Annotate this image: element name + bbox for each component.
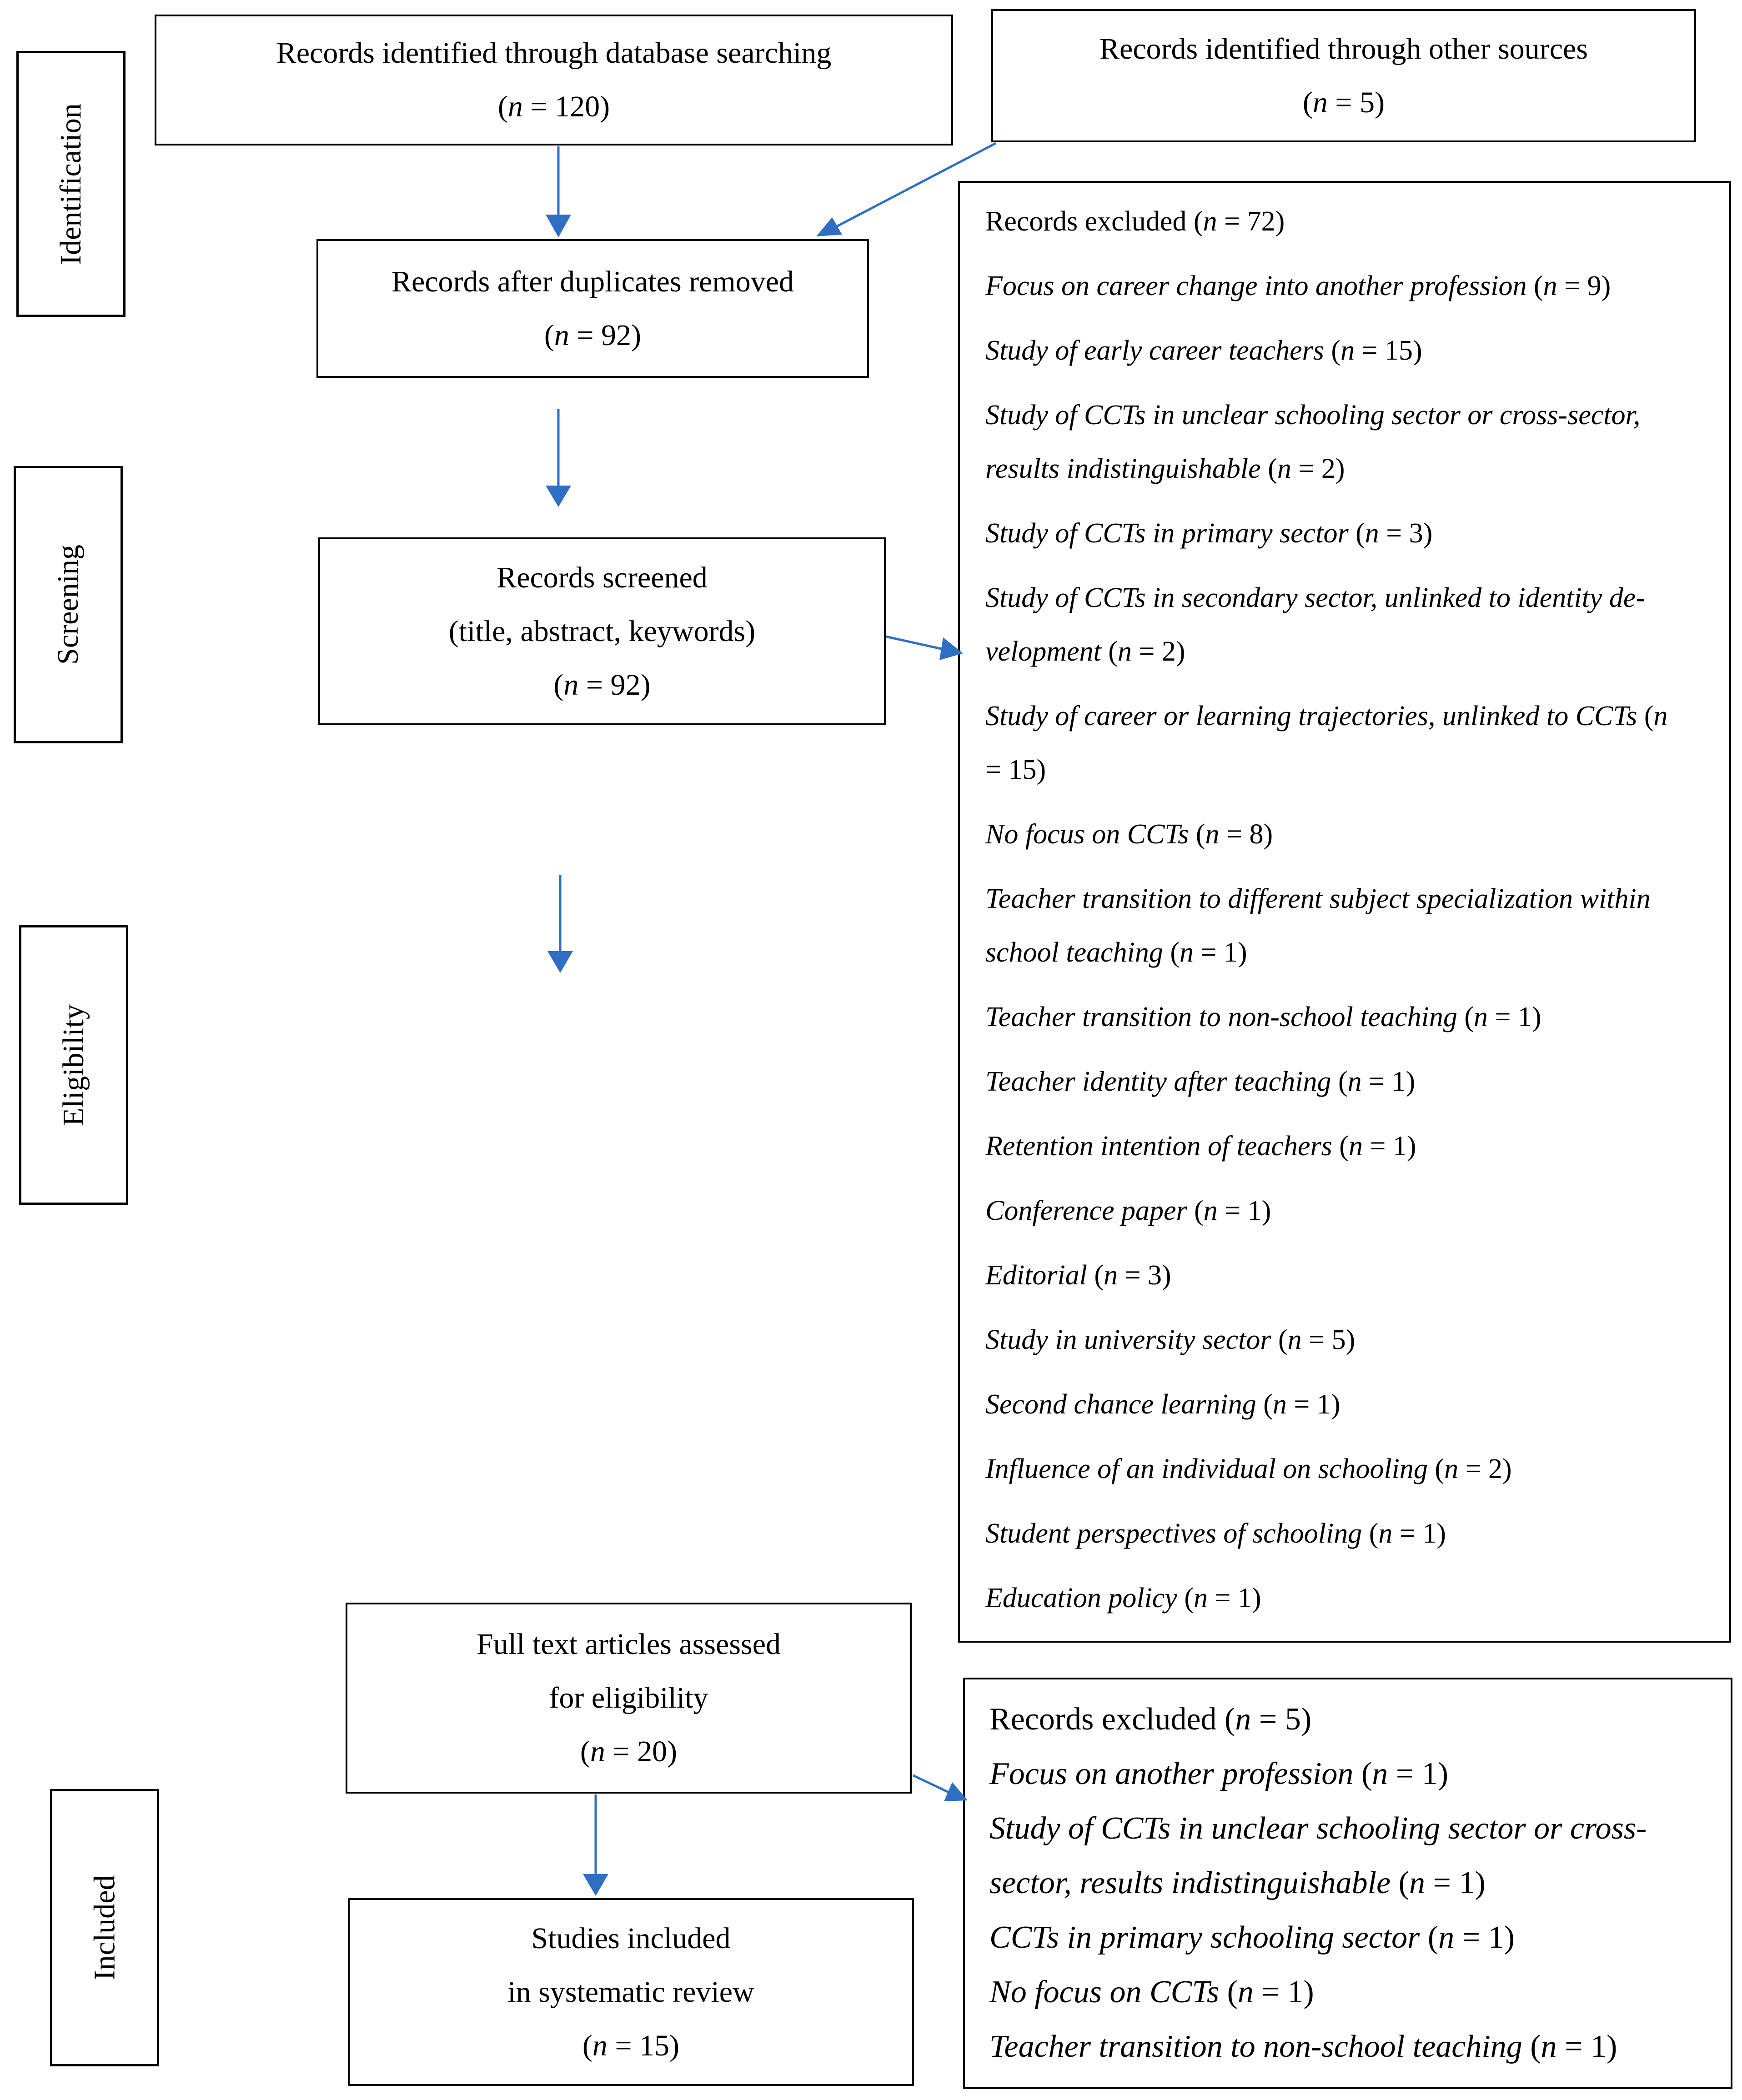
- exclusion-item: Teacher transition to different subject …: [985, 883, 1651, 914]
- other-sources-label: Records identified through other sources: [1099, 32, 1588, 65]
- exclusion-item: Focus on another profession (n = 1): [989, 1756, 1449, 1791]
- exclusion-item-continued: velopment (n = 2): [985, 636, 1185, 667]
- arrowhead: [939, 637, 963, 660]
- arrow-fulltext-to-exclusions: [912, 1774, 949, 1794]
- exclusion-item: Teacher transition to non-school teachin…: [985, 1002, 1541, 1032]
- duplicates-removed-label: Records after duplicates removed: [391, 265, 794, 298]
- exclusion-item: Education policy (n = 1): [985, 1583, 1261, 1614]
- stage-eligibility: Eligibility: [19, 925, 128, 1205]
- arrow-other-to-duplicates: [836, 142, 997, 228]
- screened-sublabel: (title, abstract, keywords): [448, 614, 756, 648]
- arrowhead: [816, 217, 842, 236]
- included-box: Studies included in systematic review (n…: [348, 1898, 914, 2086]
- exclusion-item: Study of CCTs in secondary sector, unlin…: [985, 582, 1646, 613]
- eligibility-exclusions-box: Records excluded (n = 5) Focus on anothe…: [963, 1678, 1732, 2089]
- screening-exclusions-header: Records excluded (n = 72): [985, 206, 1285, 237]
- screened-count: (n = 92): [553, 668, 651, 702]
- exclusion-item: Teacher transition to non-school teachin…: [989, 2029, 1617, 2064]
- exclusion-item: Focus on career change into another prof…: [985, 271, 1611, 301]
- exclusion-item: Influence of an individual on schooling …: [985, 1453, 1512, 1484]
- other-sources-box: Records identified through other sources…: [991, 9, 1696, 142]
- stage-identification: Identification: [16, 51, 126, 317]
- exclusion-item-continued: sector, results indistinguishable (n = 1…: [989, 1865, 1486, 1900]
- exclusion-item: Study of early career teachers (n = 15): [985, 335, 1422, 366]
- exclusion-item-continued: = 15): [985, 754, 1046, 785]
- other-sources-count: (n = 5): [1302, 85, 1385, 119]
- arrowhead: [547, 951, 573, 973]
- full-text-box: Full text articles assessed for eligibil…: [346, 1603, 912, 1794]
- exclusion-item: Conference paper (n = 1): [985, 1195, 1271, 1226]
- screening-exclusions-box: Records excluded (n = 72) Focus on caree…: [958, 181, 1731, 1643]
- arrow-screened-to-exclusions: [885, 635, 942, 650]
- exclusion-item: Study in university sector (n = 5): [985, 1324, 1355, 1355]
- exclusion-item: No focus on CCTs (n = 1): [989, 1975, 1314, 2010]
- exclusion-item: Editorial (n = 3): [985, 1260, 1171, 1291]
- arrowhead: [944, 1782, 968, 1801]
- db-search-count: (n = 120): [497, 90, 610, 123]
- exclusion-item: CCTs in primary schooling sector (n = 1): [989, 1920, 1515, 1955]
- exclusion-item: Study of CCTs in unclear schooling secto…: [985, 400, 1641, 431]
- arrowhead: [546, 486, 571, 507]
- db-search-label: Records identified through database sear…: [276, 36, 832, 70]
- included-count: (n = 15): [582, 2029, 680, 2062]
- included-sublabel: in systematic review: [507, 1975, 754, 2009]
- stage-screening: Screening: [14, 466, 123, 743]
- duplicates-removed-count: (n = 92): [544, 318, 642, 352]
- exclusion-item: Second chance learning (n = 1): [985, 1389, 1340, 1420]
- screened-box: Records screened (title, abstract, keywo…: [318, 537, 886, 725]
- exclusion-item: Study of career or learning trajectories…: [985, 701, 1668, 732]
- exclusion-item: Teacher identity after teaching (n = 1): [985, 1066, 1416, 1097]
- exclusion-item: Student perspectives of schooling (n = 1…: [985, 1518, 1446, 1549]
- db-search-box: Records identified through database sear…: [155, 15, 953, 145]
- exclusion-item-continued: results indistinguishable (n = 2): [985, 453, 1345, 484]
- screened-label: Records screened: [497, 561, 708, 594]
- exclusion-item: Study of CCTs in primary sector (n = 3): [985, 518, 1433, 549]
- exclusion-item: No focus on CCTs (n = 8): [985, 819, 1273, 850]
- full-text-label: Full text articles assessed: [476, 1628, 781, 1661]
- exclusion-item: Retention intention of teachers (n = 1): [985, 1131, 1416, 1162]
- full-text-count: (n = 20): [580, 1735, 678, 1768]
- arrowhead: [546, 215, 571, 237]
- stage-included: Included: [50, 1789, 159, 2066]
- included-label: Studies included: [531, 1921, 731, 1955]
- arrowhead: [583, 1874, 608, 1896]
- eligibility-exclusions-header: Records excluded (n = 5): [989, 1702, 1312, 1737]
- exclusion-item-continued: school teaching (n = 1): [985, 937, 1247, 968]
- full-text-sublabel: for eligibility: [549, 1681, 708, 1714]
- duplicates-removed-box: Records after duplicates removed (n = 92…: [316, 239, 869, 378]
- exclusion-item: Study of CCTs in unclear schooling secto…: [989, 1811, 1647, 1846]
